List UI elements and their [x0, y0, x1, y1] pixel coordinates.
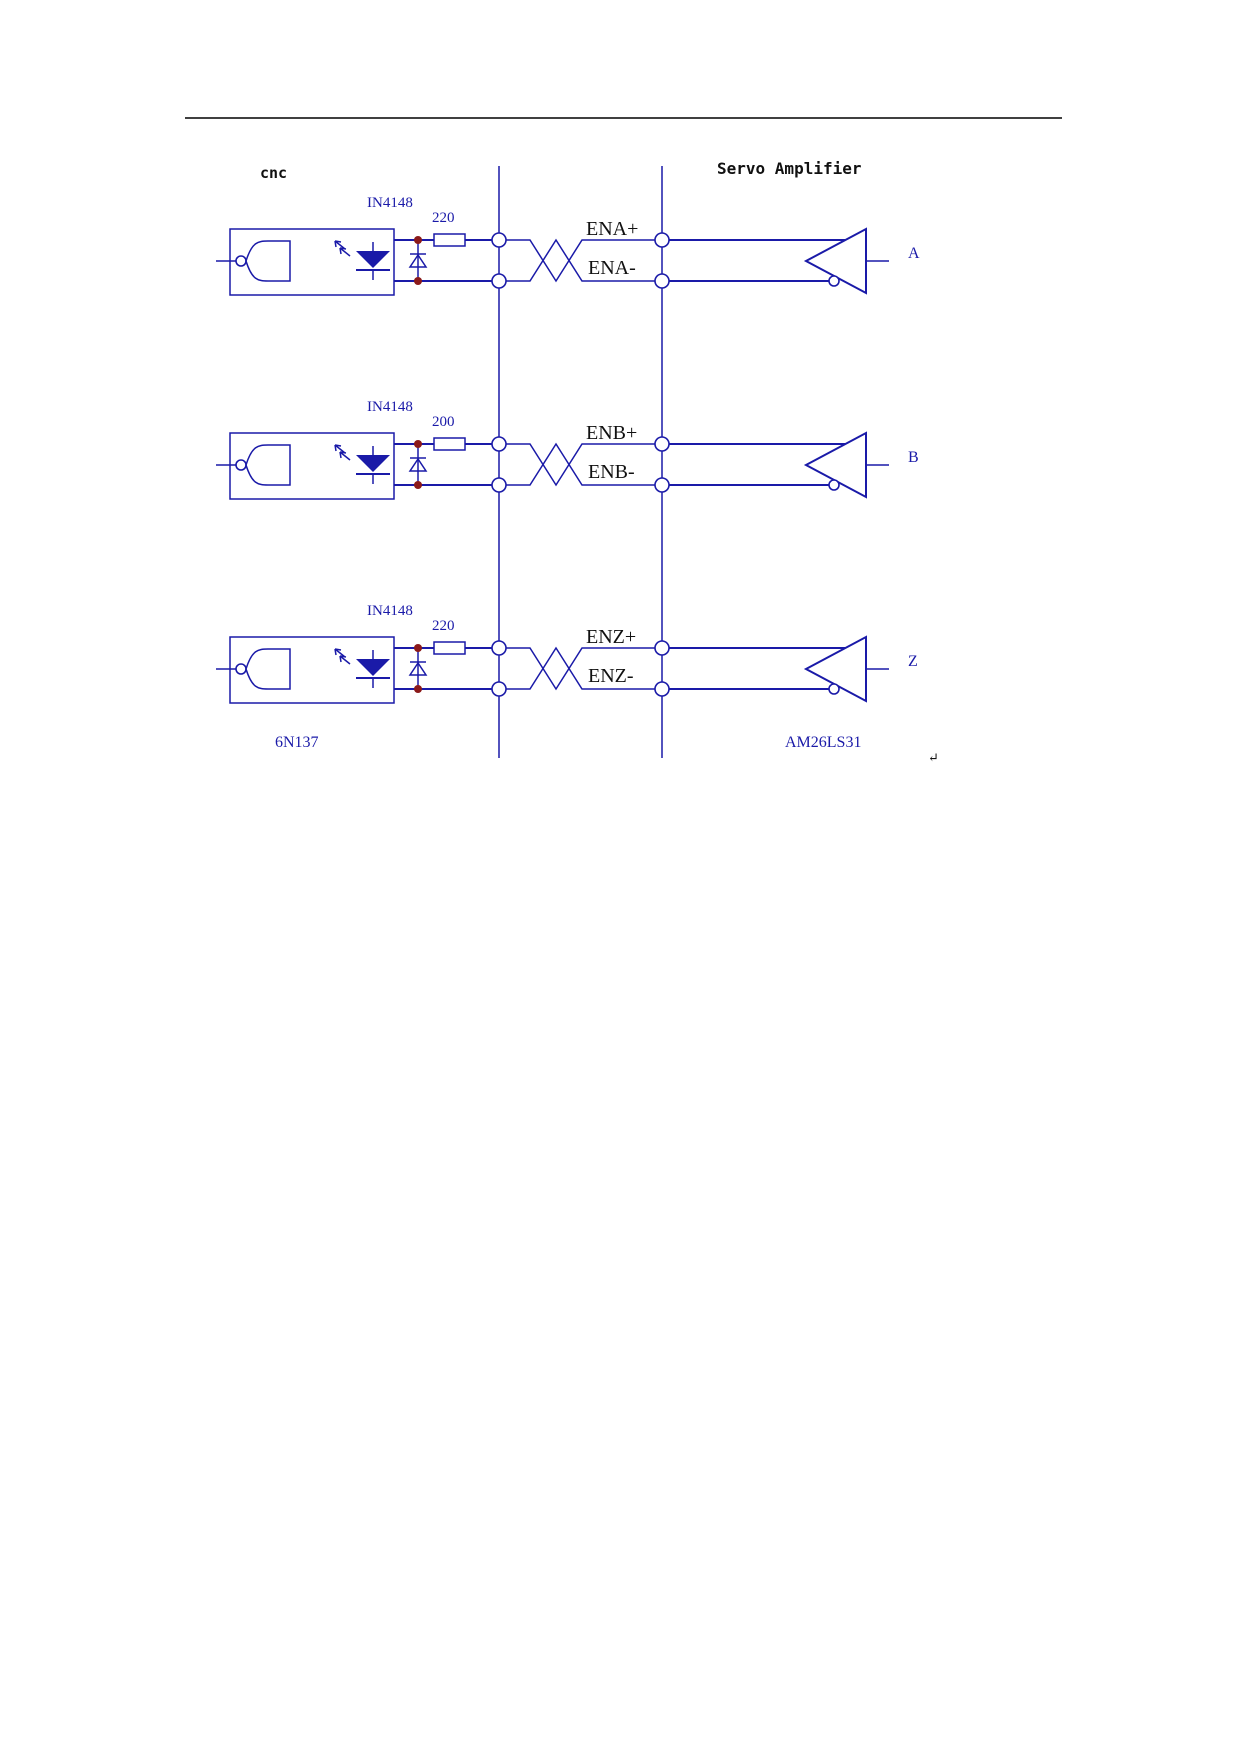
terminal-right-top	[654, 640, 670, 656]
junction-node-bottom	[414, 685, 422, 693]
inverter-bubble	[235, 255, 247, 267]
terminal-right-bottom	[654, 681, 670, 697]
junction-node-bottom	[414, 277, 422, 285]
resistor-icon	[433, 233, 466, 247]
junction-node-top	[414, 236, 422, 244]
nand-gate-icon	[245, 240, 291, 282]
signal-minus-label: ENZ-	[588, 665, 634, 687]
inverter-bubble	[235, 459, 247, 471]
twisted-pair-icon	[506, 646, 655, 691]
optocoupler-box	[229, 636, 395, 704]
terminal-right-bottom	[654, 273, 670, 289]
diode-label: IN4148	[367, 195, 413, 211]
led-icon	[356, 251, 390, 268]
resistor-icon	[433, 641, 466, 655]
signal-minus-label: ENB-	[588, 461, 635, 483]
terminal-left-bottom	[491, 273, 507, 289]
terminal-right-top	[654, 232, 670, 248]
junction-node-bottom	[414, 481, 422, 489]
signal-plus-label: ENZ+	[586, 626, 636, 648]
protection-diode-icon	[408, 457, 428, 472]
led-icon	[356, 659, 390, 676]
terminal-left-top	[491, 640, 507, 656]
nand-gate-icon	[245, 648, 291, 690]
diode-label: IN4148	[367, 603, 413, 619]
junction-node-top	[414, 644, 422, 652]
terminal-left-bottom	[491, 477, 507, 493]
resistor-icon	[433, 437, 466, 451]
optocoupler-box	[229, 432, 395, 500]
terminal-right-bottom	[654, 477, 670, 493]
nand-gate-icon	[245, 444, 291, 486]
cnc-label: cnc	[260, 164, 287, 182]
receiver-inverting-bubble	[828, 479, 840, 491]
signal-plus-label: ENB+	[586, 422, 637, 444]
twisted-pair-icon	[506, 238, 655, 283]
light-arrows-icon	[334, 240, 351, 257]
terminal-right-top	[654, 436, 670, 452]
terminal-left-top	[491, 436, 507, 452]
diode-label: IN4148	[367, 399, 413, 415]
resistor-value-label: 220	[432, 210, 455, 226]
line-receiver-part-label: AM26LS31	[785, 734, 861, 751]
output-channel-label: A	[908, 245, 920, 262]
led-icon	[356, 455, 390, 472]
twisted-pair-icon	[506, 442, 655, 487]
resistor-value-label: 200	[432, 414, 455, 430]
receiver-inverting-bubble	[828, 683, 840, 695]
protection-diode-icon	[408, 661, 428, 676]
paragraph-mark: ↵	[928, 750, 939, 765]
junction-node-top	[414, 440, 422, 448]
inverter-bubble	[235, 663, 247, 675]
signal-minus-label: ENA-	[588, 257, 636, 279]
output-channel-label: Z	[908, 653, 918, 670]
optocoupler-box	[229, 228, 395, 296]
terminal-left-bottom	[491, 681, 507, 697]
receiver-inverting-bubble	[828, 275, 840, 287]
terminal-left-top	[491, 232, 507, 248]
signal-plus-label: ENA+	[586, 218, 638, 240]
light-arrows-icon	[334, 444, 351, 461]
resistor-value-label: 220	[432, 618, 455, 634]
output-channel-label: B	[908, 449, 919, 466]
optocoupler-part-label: 6N137	[275, 734, 319, 751]
light-arrows-icon	[334, 648, 351, 665]
servo-amplifier-label: Servo Amplifier	[717, 159, 862, 178]
protection-diode-icon	[408, 253, 428, 268]
